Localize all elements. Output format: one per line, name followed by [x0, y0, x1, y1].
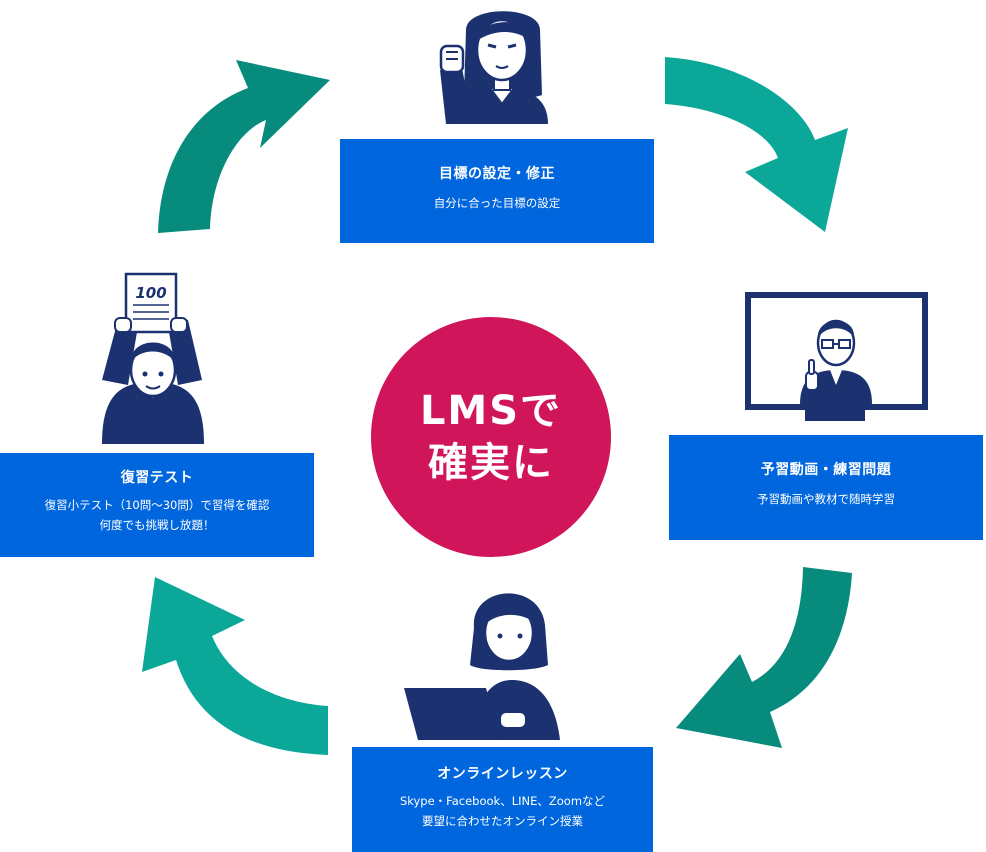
- step-test-title: 復習テスト: [120, 470, 194, 486]
- step-test-desc: 復習小テスト（10問〜30問）で習得を確認 何度でも挑戦し放題！: [0, 495, 314, 535]
- step-online-box: オンラインレッスン Skype・Facebook、LINE、Zoomなど 要望に…: [352, 747, 653, 852]
- step-goal-title: 目標の設定・修正: [439, 166, 555, 182]
- center-line2: 確実に: [428, 440, 554, 486]
- step-online-desc: Skype・Facebook、LINE、Zoomなど 要望に合わせたオンライン授…: [352, 791, 653, 831]
- step-prep-title: 予習動画・練習問題: [760, 462, 892, 478]
- goal-woman-illustration: [439, 11, 548, 124]
- arrow-goal-to-prep: [665, 57, 848, 232]
- step-goal-box: 目標の設定・修正 自分に合った目標の設定: [340, 139, 654, 243]
- center-line1: LMSで: [419, 388, 563, 434]
- arrow-test-to-goal: [158, 60, 330, 233]
- step-test-desc-line1: 復習小テスト（10問〜30問）で習得を確認: [44, 498, 270, 512]
- prep-monitor-illustration: [745, 292, 928, 421]
- step-test-desc-line2: 何度でも挑戦し放題！: [99, 518, 215, 532]
- arrow-prep-to-online: [676, 567, 852, 748]
- paper-score-text: 100: [135, 284, 166, 302]
- step-online-title: オンラインレッスン: [437, 766, 568, 782]
- center-circle: LMSで 確実に: [371, 317, 611, 557]
- online-headset-illustration: [404, 593, 560, 740]
- step-test-box: 復習テスト 復習小テスト（10問〜30問）で習得を確認 何度でも挑戦し放題！: [0, 453, 314, 557]
- arrow-online-to-test: [142, 577, 328, 755]
- step-online-desc-line2: 要望に合わせたオンライン授業: [422, 814, 583, 828]
- test-man-illustration: 100: [102, 272, 204, 444]
- step-online-desc-line1: Skype・Facebook、LINE、Zoomなど: [399, 794, 606, 808]
- step-goal-desc: 自分に合った目標の設定: [433, 196, 561, 210]
- step-prep-box: 予習動画・練習問題 予習動画や教材で随時学習: [669, 435, 983, 540]
- step-prep-desc: 予習動画や教材で随時学習: [757, 492, 895, 506]
